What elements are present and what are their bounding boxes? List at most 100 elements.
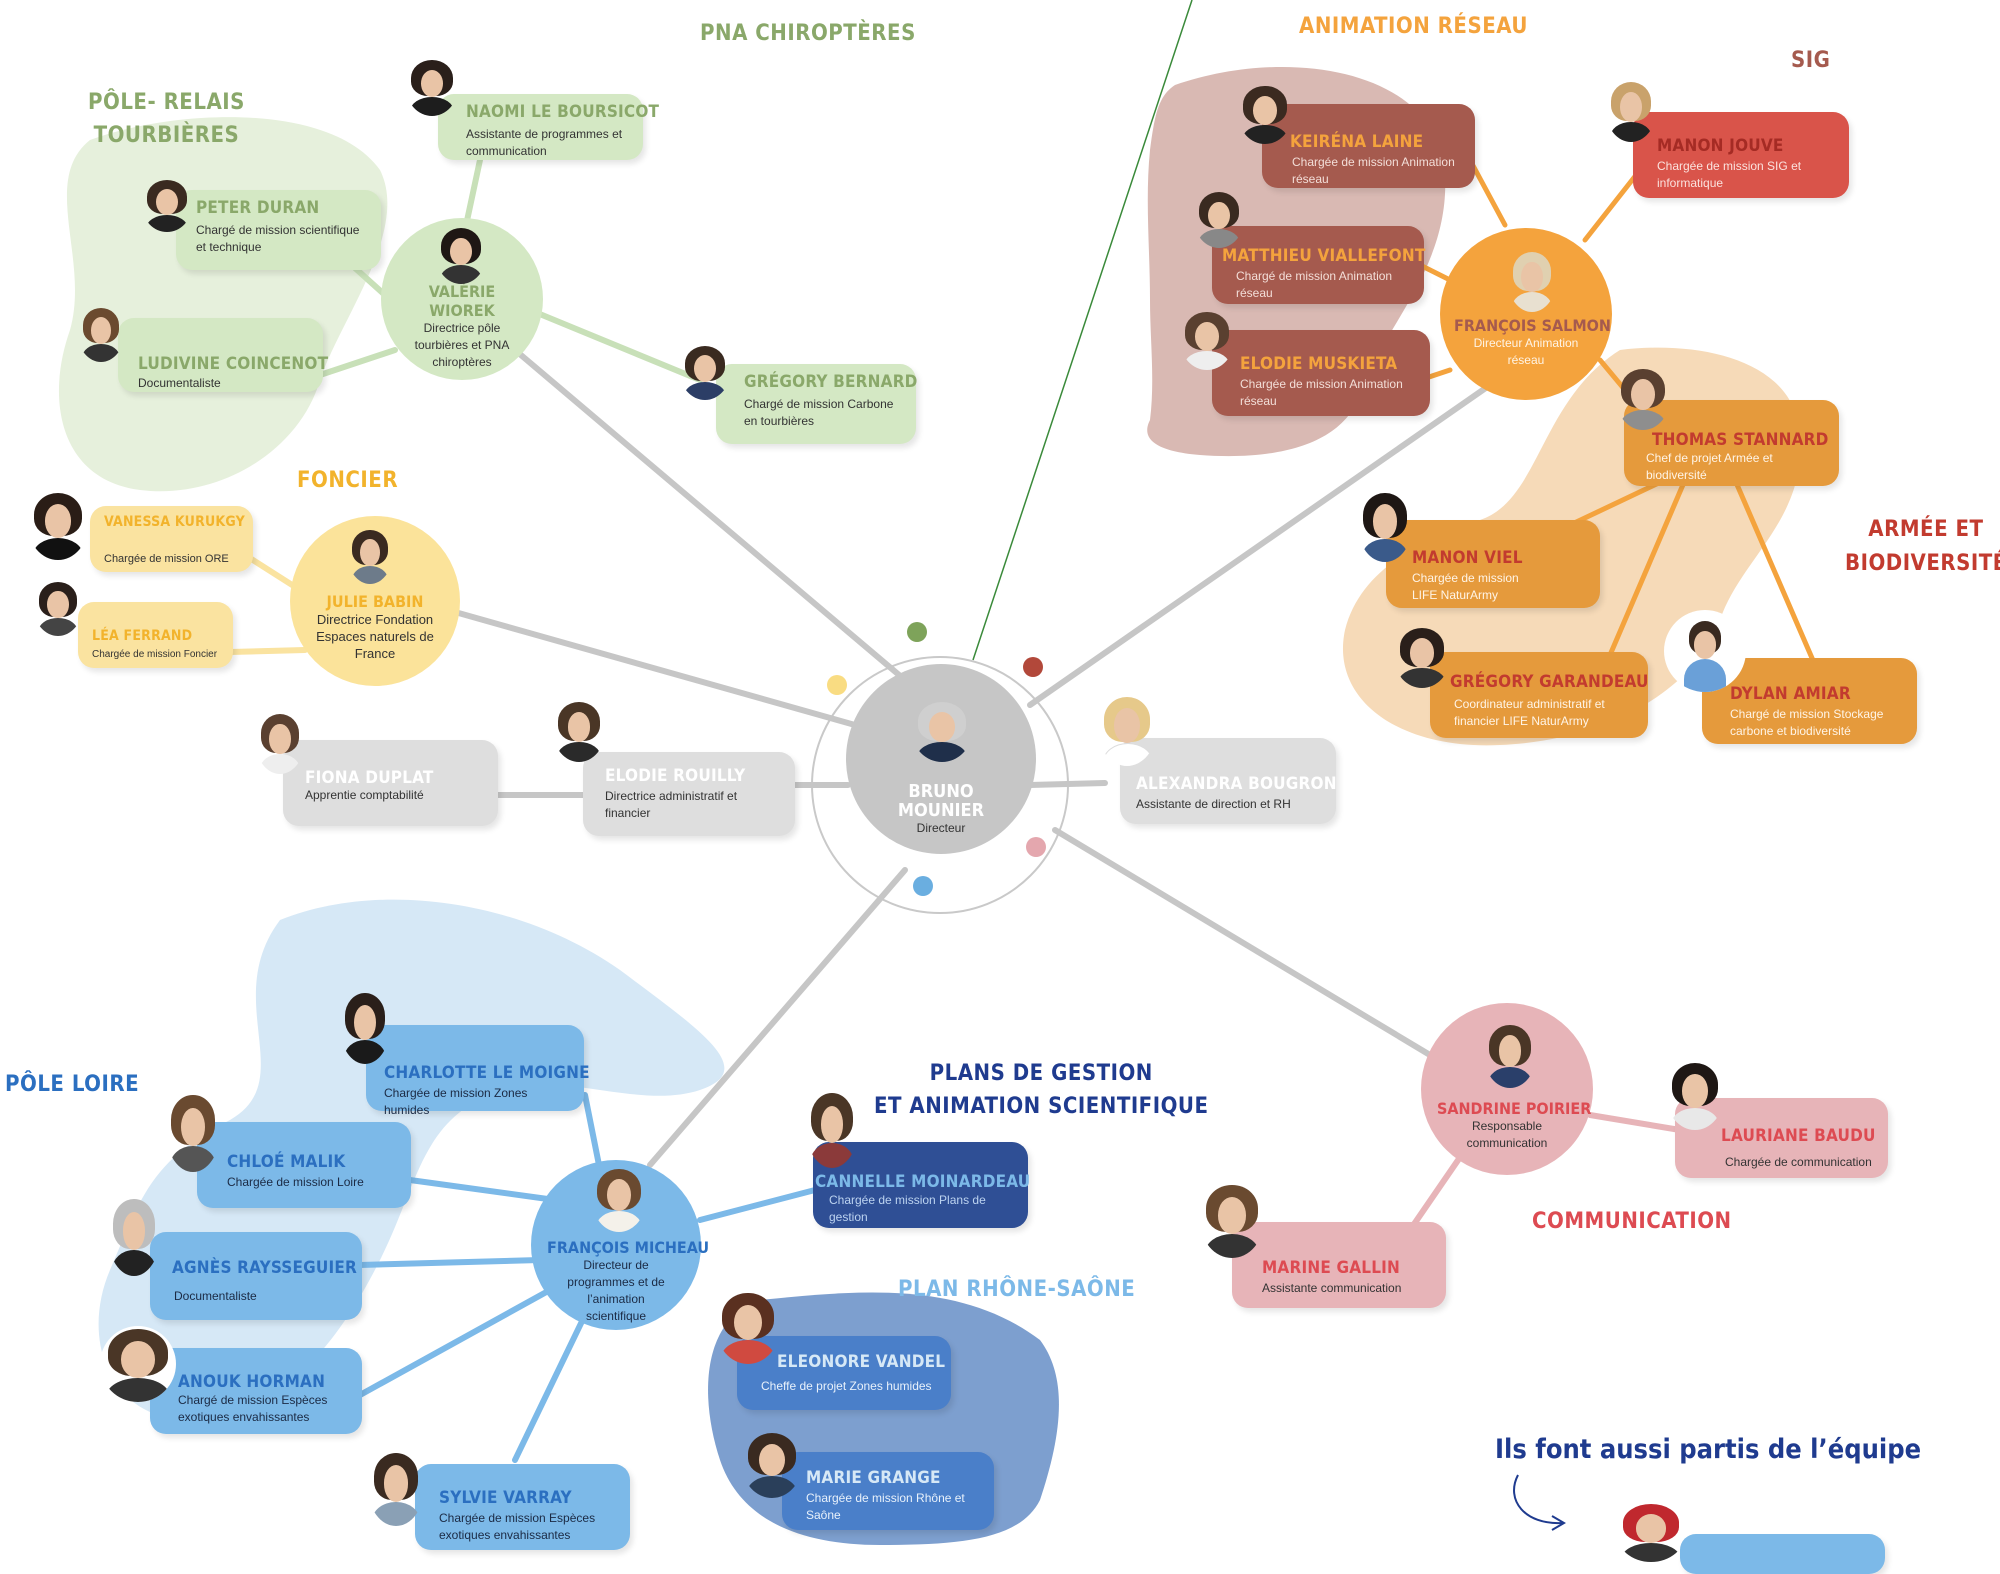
node-marine-role: Assistante communication bbox=[1262, 1281, 1402, 1295]
connector-anouk bbox=[357, 1287, 553, 1398]
hub-bruno-role: Directeur bbox=[916, 821, 966, 835]
node-elodie-m-name: ELODIE MUSKIETA bbox=[1240, 354, 1398, 374]
connector-gregory-g bbox=[1607, 477, 1688, 658]
node-agnes-role: Documentaliste bbox=[174, 1289, 257, 1303]
avatar-anouk-photo bbox=[100, 1326, 176, 1402]
node-elodie-muskieta[interactable]: ELODIE MUSKIETA Chargée de mission Anima… bbox=[1212, 330, 1430, 416]
node-sylvie[interactable]: SYLVIE VARRAY Chargée de mission Espèces… bbox=[415, 1464, 630, 1550]
node-fiona-role: Apprentie comptabilité bbox=[305, 788, 424, 802]
avatar-ludivine-photo bbox=[78, 306, 124, 362]
hub-julie-babin[interactable]: JULIE BABIN Directrice Fondation Espaces… bbox=[290, 516, 460, 686]
node-keirena-role: Chargée de mission Animation réseau bbox=[1292, 155, 1455, 186]
node-marie[interactable]: MARIE GRANGE Chargée de mission Rhône et… bbox=[782, 1452, 994, 1530]
node-cannelle-role: Chargée de mission Plans de gestion bbox=[829, 1193, 986, 1224]
section-animation: ANIMATION RÉSEAU bbox=[1299, 14, 1528, 39]
pink-connectors bbox=[1407, 1112, 1683, 1233]
node-marine[interactable]: MARINE GALLIN Assistante communication bbox=[1232, 1222, 1446, 1308]
blob-tourbieres bbox=[58, 117, 388, 492]
node-charlotte-name: CHARLOTTE LE MOIGNE bbox=[384, 1063, 590, 1083]
node-charlotte-role: Chargée de mission Zones humides bbox=[384, 1086, 528, 1117]
node-manon-jouve[interactable]: MANON JOUVE Chargée de mission SIG et in… bbox=[1633, 112, 1849, 198]
avatar-alexandra-photo bbox=[1098, 694, 1156, 766]
connector-alexandra bbox=[1027, 780, 1108, 788]
node-manon-j-role: Chargée de mission SIG et informatique bbox=[1657, 159, 1802, 190]
node-peter[interactable]: PETER DURAN Chargé de mission scientifiq… bbox=[176, 190, 381, 270]
node-chloe-role: Chargée de mission Loire bbox=[227, 1175, 364, 1189]
node-lea-role: Chargée de mission Foncier bbox=[92, 649, 218, 660]
ring-dot-blue bbox=[913, 876, 933, 896]
connector-cannelle bbox=[697, 1187, 818, 1223]
node-matthieu-role: Chargé de mission Animation réseau bbox=[1236, 269, 1393, 300]
avatar-fiona-photo bbox=[256, 712, 304, 774]
node-anouk[interactable]: ANOUK HORMAN Chargé de mission Espèces e… bbox=[150, 1348, 362, 1434]
node-elodie-rouilly[interactable]: ELODIE ROUILLY Directrice administratif … bbox=[583, 752, 795, 836]
footer-title: Ils font aussi partis de l’équipe bbox=[1495, 1434, 1922, 1465]
avatar-vanessa-photo bbox=[28, 490, 88, 560]
node-ludivine[interactable]: LUDIVINE COINCENOT Documentaliste bbox=[118, 318, 328, 392]
section-foncier: FONCIER bbox=[297, 468, 399, 493]
node-vanessa[interactable]: VANESSA KURUKGY Chargée de mission ORE bbox=[90, 506, 253, 572]
section-pole-loire: PÔLE LOIRE bbox=[5, 1072, 140, 1097]
node-fiona[interactable]: FIONA DUPLAT Apprentie comptabilité bbox=[283, 740, 498, 826]
node-gregory-garandeau[interactable]: GRÉGORY GARANDEAU Coordinateur administr… bbox=[1430, 652, 1648, 738]
node-elodie-r-role: Directrice administratif et financier bbox=[605, 789, 738, 820]
avatar-marine-photo bbox=[1200, 1182, 1264, 1258]
section-rhone: PLAN RHÔNE-SAÔNE bbox=[898, 1277, 1136, 1302]
connector-lea bbox=[227, 647, 308, 655]
avatar-sylvie-photo bbox=[368, 1450, 424, 1526]
hub-valerie-role: Directrice pôle tourbières et PNA chirop… bbox=[414, 321, 510, 369]
hub-sandrine-role: Responsable communication bbox=[1466, 1119, 1548, 1150]
node-alexandra[interactable]: ALEXANDRA BOUGRON Assistante de directio… bbox=[1120, 738, 1337, 824]
section-communication: COMMUNICATION bbox=[1532, 1209, 1732, 1234]
connector-marine bbox=[1407, 1147, 1468, 1233]
hub-francois-m-name: FRANÇOIS MICHEAU bbox=[547, 1238, 710, 1257]
avatar-eleonore-photo bbox=[716, 1290, 780, 1364]
node-matthieu[interactable]: MATTHIEU VIALLEFONT Chargé de mission An… bbox=[1212, 226, 1425, 304]
node-eleonore[interactable]: ELEONORE VANDEL Cheffe de projet Zones h… bbox=[737, 1336, 951, 1410]
node-anouk-role: Chargé de mission Espèces exotiques enva… bbox=[178, 1393, 328, 1424]
blue-connectors bbox=[357, 1092, 818, 1463]
section-pna: PNA CHIROPTÈRES bbox=[700, 21, 916, 46]
node-gregory-g-name: GRÉGORY GARANDEAU bbox=[1450, 672, 1649, 692]
green-diagonal-line bbox=[972, 0, 1193, 661]
node-lea[interactable]: LÉA FERRAND Chargée de mission Foncier bbox=[78, 602, 233, 668]
node-lea-name: LÉA FERRAND bbox=[92, 628, 193, 644]
connector-chloe bbox=[407, 1177, 558, 1203]
ring-dot-yellow bbox=[827, 675, 847, 695]
avatar-thomas-photo bbox=[1616, 366, 1670, 430]
avatar-peter-photo bbox=[142, 178, 192, 232]
node-elodie-m-role: Chargée de mission Animation réseau bbox=[1240, 377, 1403, 408]
hub-francois-m-role: Directeur de programmes et de l’animatio… bbox=[567, 1258, 665, 1323]
section-armee: ARMÉE ET BIODIVERSITÉ bbox=[1845, 513, 2000, 581]
node-sylvie-name: SYLVIE VARRAY bbox=[439, 1488, 572, 1508]
node-agnes[interactable]: AGNÈS RAYSSEGUIER Documentaliste bbox=[150, 1232, 362, 1320]
node-manon-v-name: MANON VIEL bbox=[1412, 548, 1523, 568]
node-cannelle-name: CANNELLE MOINARDEAU bbox=[815, 1172, 1031, 1192]
avatar-gregory-g-photo bbox=[1394, 626, 1450, 688]
hub-sandrine-name: SANDRINE POIRIER bbox=[1437, 1099, 1592, 1118]
node-gregory-bernard[interactable]: GRÉGORY BERNARD Chargé de mission Carbon… bbox=[716, 364, 917, 444]
avatar-sandrine-photo bbox=[1484, 1022, 1536, 1088]
avatar-dylan-photo bbox=[1664, 610, 1746, 692]
connector-ludivine bbox=[317, 347, 398, 378]
hub-bruno-name: BRUNO MOUNIER bbox=[897, 781, 985, 821]
node-lauriane-role: Chargée de communication bbox=[1725, 1155, 1872, 1169]
ring-dot-green bbox=[907, 622, 927, 642]
avatar-bruno-photo bbox=[912, 700, 972, 762]
hub-julie-name: JULIE BABIN bbox=[326, 592, 424, 611]
section-sig: SIG bbox=[1791, 48, 1831, 73]
node-eleonore-name: ELEONORE VANDEL bbox=[777, 1352, 946, 1372]
node-cannelle[interactable]: CANNELLE MOINARDEAU Chargée de mission P… bbox=[813, 1142, 1031, 1228]
node-manon-viel[interactable]: MANON VIEL Chargée de mission LIFE Natur… bbox=[1386, 520, 1600, 608]
node-keirena-name: KEIRÉNA LAINE bbox=[1290, 132, 1424, 152]
node-chloe[interactable]: CHLOÉ MALIK Chargée de mission Loire bbox=[197, 1122, 411, 1208]
avatar-cannelle-photo bbox=[806, 1090, 858, 1168]
connector-agnes bbox=[357, 1257, 543, 1268]
footer-arrowhead bbox=[1551, 1515, 1566, 1531]
main-connectors bbox=[452, 347, 1493, 1168]
node-naomi[interactable]: NAOMI LE BOURSICOT Assistante de program… bbox=[438, 94, 659, 160]
node-agnes-name: AGNÈS RAYSSEGUIER bbox=[172, 1258, 358, 1278]
node-charlotte[interactable]: CHARLOTTE LE MOIGNE Chargée de mission Z… bbox=[366, 1025, 590, 1117]
node-alexandra-name: ALEXANDRA BOUGRON bbox=[1136, 774, 1337, 794]
node-keirena[interactable]: KEIRÉNA LAINE Chargée de mission Animati… bbox=[1262, 104, 1475, 188]
